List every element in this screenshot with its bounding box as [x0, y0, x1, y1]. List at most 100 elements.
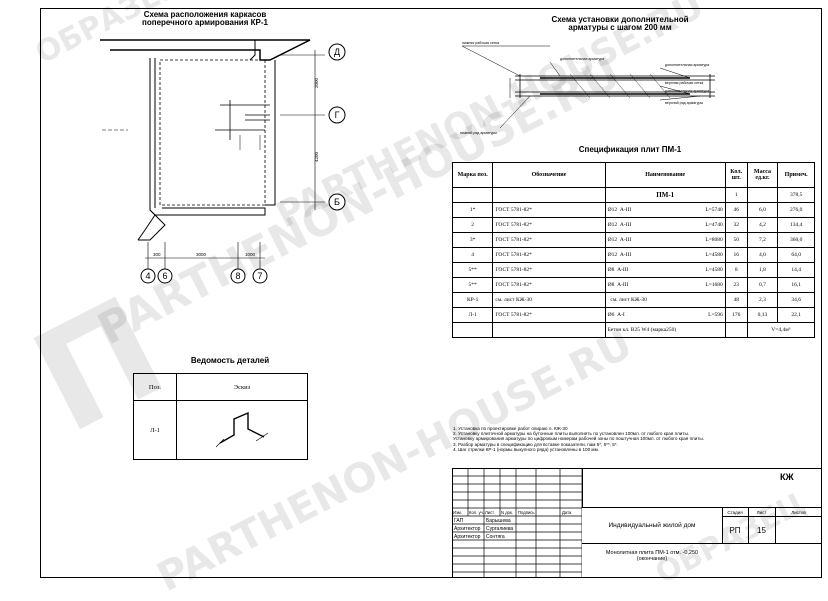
spec-cell-cls: А-III: [617, 282, 629, 288]
spec-cell-mass: 0,7: [746, 277, 779, 293]
note-2: 2. Установку плиточной арматуры на бутон…: [453, 431, 690, 437]
section-label-2: дополнительная арматура: [560, 57, 604, 61]
stamp-header-row: Изм. Кол. уч. Лист N док. Подпись Дата: [452, 510, 582, 518]
details-sketch: [176, 400, 308, 460]
stamp-header-sign: Подпись: [518, 510, 535, 515]
spec-cell-cls: А-III: [619, 252, 632, 258]
spec-cell-note: 14,4: [777, 262, 815, 278]
bracket-sketch-icon: [215, 411, 269, 448]
spec-cell-doc: ГОСТ 5781-82*: [492, 307, 606, 323]
stamp-sheets-label: Листов: [791, 510, 806, 515]
spec-cell-pos: 4: [451, 247, 494, 263]
dim-right-1: 2000: [314, 77, 319, 88]
axis-label-6: 6: [162, 271, 167, 281]
spec-cell-pos: 1*: [451, 202, 494, 218]
spec-cell-note: 16,1: [777, 277, 815, 293]
spec-cell-len: L=5740: [705, 207, 723, 213]
stamp-name: Сургалиева: [486, 526, 514, 532]
dim-bottom-1: 300: [153, 252, 161, 257]
spec-cell-qty: 16: [724, 247, 748, 263]
axis-label-7: 7: [257, 271, 262, 281]
spec-cell-cls: см. лист КЖ-30: [610, 297, 647, 303]
spec-header-pos: Марка поз.: [451, 162, 494, 188]
axis-bubble-d: [328, 43, 346, 61]
stamp-divider: [775, 508, 776, 544]
spec-cell-doc: ГОСТ 5781-82*: [492, 202, 606, 218]
stamp-header-date: Дата: [562, 510, 572, 515]
title-block-grid: [452, 468, 582, 578]
axis-label-b: Б: [334, 197, 340, 207]
axis-bubble-b: [328, 193, 346, 211]
spec-group: ПМ-1: [604, 187, 726, 203]
spec-header-qty: Кол. шт.: [724, 162, 748, 188]
spec-concrete: Бетон кл. В25 W4 (марка250): [604, 322, 726, 338]
details-table: Поз. Эскиз Л-1: [133, 373, 308, 460]
axis-label-4: 4: [145, 271, 150, 281]
spec-cell-cls: А-III: [619, 207, 632, 213]
stamp-sheet-title: Монолитная плита ПМ-1 отм. -0,250 (оконч…: [605, 550, 699, 562]
stamp-divider: [722, 516, 822, 517]
spec-cell-mass: 1,8: [746, 262, 779, 278]
spec-cell-mass: 4,2: [746, 217, 779, 233]
spec-cell-pos: 3*: [451, 232, 494, 248]
dim-right-2: 4200: [314, 151, 319, 162]
spec-volume: V=4,4м³: [746, 322, 816, 338]
axis-bubble-4: [140, 268, 156, 284]
note-3: Установку армирования арматуры по цифров…: [453, 436, 704, 442]
spec-header-doc: Обозначение: [492, 162, 606, 188]
spec-cell-mass: 7,2: [746, 232, 779, 248]
axis-label-g: Г: [335, 110, 340, 120]
spec-cell-pos: 5**: [451, 262, 494, 278]
spec-cell-pos: 2: [451, 217, 494, 233]
section-label-3: дополнительная арматура: [665, 63, 709, 67]
spec-cell-qty: 46: [724, 202, 748, 218]
sheet-frame: [40, 8, 822, 578]
spec-cell-d: Ø6: [607, 312, 615, 318]
axis-bubble-6: [157, 268, 173, 284]
stamp-name: Барышева: [486, 518, 511, 524]
stamp-role: ГАП: [454, 518, 464, 524]
spec-cell-pos: 5**: [451, 277, 494, 293]
spec-cell-cls: А-I: [617, 312, 625, 318]
spec-group-qty: 1: [724, 187, 748, 203]
spec-cell-mass: 6,0: [746, 202, 779, 218]
spec-cell-doc: ГОСТ 5781-82*: [492, 277, 606, 293]
stamp-header-ndok: N док.: [501, 510, 513, 515]
axis-bubble-7: [252, 268, 268, 284]
notes: 1. Установка по проектировке работ опира…: [453, 426, 704, 452]
stamp-stage-grid: [722, 508, 822, 544]
spec-cell-qty: 8: [724, 262, 748, 278]
spec-cell-cls: А-III: [617, 267, 629, 273]
reinforcement-plan: 2000 4200 300 3000 1000 Д Г Б 4 6 8 7: [100, 39, 346, 284]
spec-header-note: Примеч.: [777, 162, 815, 188]
axis-bubble-8: [230, 268, 246, 284]
spec-cell-doc: ГОСТ 5781-82*: [492, 262, 606, 278]
stamp-role: Архитектор: [454, 534, 481, 540]
details-header-sketch: Эскиз: [176, 373, 308, 401]
spec-title: Спецификация плит ПМ-1: [578, 145, 682, 154]
spec-group-note: 378,5: [777, 187, 815, 203]
spec-cell-qty: 23: [724, 277, 748, 293]
spec-cell-d: Ø8: [607, 267, 615, 273]
section-title: Схема установки дополнительной арматуры …: [551, 15, 689, 33]
spec-cell-note: 34,6: [777, 292, 815, 308]
spec-cell-len: L=8080: [705, 237, 723, 243]
stamp-name: Сонтяга: [486, 534, 505, 540]
spec-cell-d: Ø12: [607, 252, 618, 258]
spec-cell-qty: 176: [724, 307, 748, 323]
stamp-sheet: 15: [757, 526, 766, 535]
note-4: 3. Разбор арматуры в спецификацию для вс…: [453, 441, 618, 447]
details-header-pos: Поз.: [133, 373, 177, 401]
spec-header-name: Наименование: [604, 162, 726, 188]
